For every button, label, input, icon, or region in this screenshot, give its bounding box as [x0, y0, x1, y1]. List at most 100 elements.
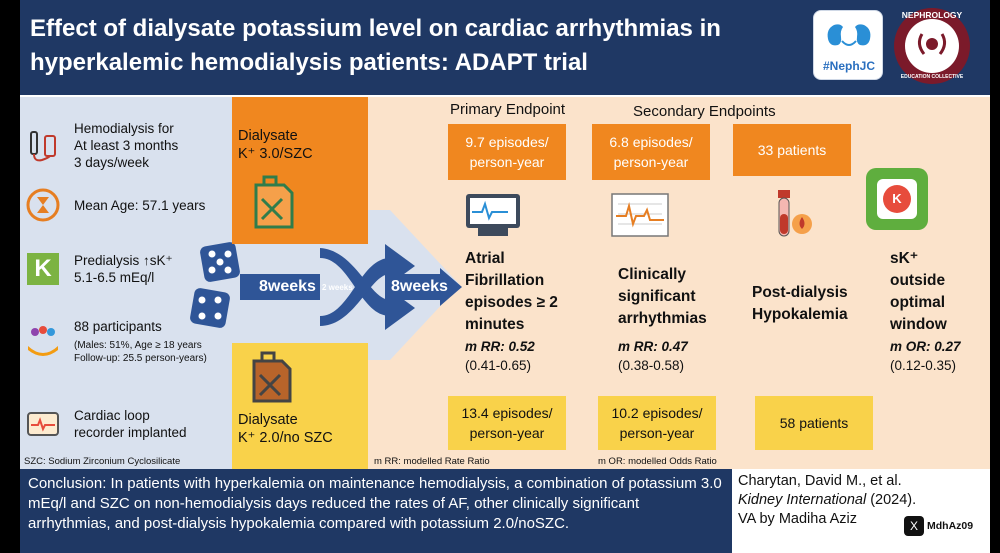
ep1-stats: m RR: 0.52 (0.41-0.65) [465, 337, 535, 375]
effect-measure: m RR: 0.52 [465, 339, 535, 354]
rate-line: person-year [613, 154, 689, 170]
collective-bottom-text: EDUCATION COLLECTIVE [900, 74, 964, 80]
ep1-top-rate: 9.7 episodes/ person-year [448, 124, 566, 180]
criteria-age: Mean Age: 57.1 years [24, 186, 205, 224]
arm-high-line1: Dialysate [238, 128, 298, 144]
outcome-line: optimal [890, 294, 946, 311]
k-letter: K [883, 185, 911, 213]
washout-duration: 2 weeks [322, 283, 353, 292]
nephjc-label: #NephJC [822, 59, 875, 73]
criteria-line: recorder implanted [74, 425, 187, 440]
participants-icon [24, 323, 62, 361]
count-line: 58 patients [779, 415, 849, 431]
rate-line: person-year [469, 154, 545, 170]
citation-journal: Kidney International [738, 492, 867, 508]
effect-measure: m RR: 0.47 [618, 339, 688, 354]
visual-abstract-author: VA by Madiha Aziz [738, 511, 858, 527]
ep2-title: Clinically significant arrhythmias [618, 264, 707, 330]
criteria-participants: 88 participants (Males: 51%, Age ≥ 18 ye… [24, 318, 207, 365]
confidence-interval: (0.41-0.65) [465, 358, 532, 373]
criteria-line: At least 3 months [74, 138, 179, 153]
page-title: Effect of dialysate potassium level on c… [30, 15, 721, 76]
outcome-line: Clinically [618, 266, 687, 283]
arm-low-line1: Dialysate [238, 412, 298, 428]
ep4-title: sK⁺ outside optimal window [890, 248, 947, 336]
rate-line: 6.8 episodes/ [609, 134, 693, 150]
outcome-line: minutes [465, 316, 525, 333]
header-banner: Effect of dialysate potassium level on c… [20, 0, 990, 95]
heart-monitor-icon [24, 405, 62, 443]
ecg-monitor-icon [466, 194, 520, 236]
ep2-bottom-rate: 10.2 episodes/ person-year [598, 396, 716, 450]
period2-duration: 8weeks [391, 278, 448, 295]
effect-measure: m OR: 0.27 [890, 339, 961, 354]
criteria-potassium: K Predialysis ↑sK⁺ 5.1-6.5 mEq/l [24, 250, 173, 288]
crossover-arrows [240, 244, 462, 330]
rate-line: 13.4 episodes/ [461, 405, 553, 421]
randomization-dice-icon [190, 242, 240, 328]
rr-abbreviation: m RR: modelled Rate Ratio [374, 456, 490, 467]
criteria-line: 5.1-6.5 mEq/l [74, 270, 155, 285]
ep1-bottom-rate: 13.4 episodes/ person-year [448, 396, 566, 450]
szc-abbreviation: SZC: Sodium Zirconium Cyclosilicate [24, 456, 181, 467]
arm-high-line2: K⁺ 3.0/SZC [238, 146, 313, 162]
period1-duration: 8weeks [259, 278, 316, 295]
arrhythmia-chart-icon [611, 193, 669, 237]
x-handle[interactable]: MdhAz09 [927, 520, 974, 532]
outcome-line: episodes ≥ 2 [465, 294, 558, 311]
ep1-title: Atrial Fibrillation episodes ≥ 2 minutes [465, 248, 558, 336]
citation-year: (2024). [866, 492, 917, 508]
ep3-bottom-count: 58 patients [755, 396, 873, 450]
rate-line: person-year [619, 425, 695, 441]
jerrycan-icon [252, 351, 292, 403]
criteria-line: 88 participants [74, 319, 162, 334]
outcome-line: Atrial [465, 250, 505, 267]
nephrology-collective-logo: NEPHROLOGY EDUCATION COLLECTIVE [892, 6, 972, 86]
outcome-line: outside [890, 272, 946, 289]
citation-authors: Charytan, David M., et al. [738, 473, 902, 489]
ep3-top-count: 33 patients [733, 124, 851, 176]
infographic: Effect of dialysate potassium level on c… [20, 0, 990, 553]
kidney-icon [827, 24, 871, 46]
criteria-line: Hemodialysis for [74, 121, 174, 136]
outcome-line: sK⁺ [890, 250, 918, 267]
outcome-line: arrhythmias [618, 310, 707, 327]
primary-endpoint-label: Primary Endpoint [450, 101, 566, 118]
rate-line: person-year [469, 425, 545, 441]
secondary-endpoints-label: Secondary Endpoints [633, 103, 776, 120]
potassium-k-icon: K [24, 250, 62, 288]
confidence-interval: (0.38-0.58) [618, 358, 685, 373]
ep4-stats: m OR: 0.27 (0.12-0.35) [890, 337, 961, 375]
collective-seal-icon [894, 8, 970, 84]
criteria-subline: (Males: 51%, Age ≥ 18 years [74, 340, 202, 351]
potassium-window-icon: K [866, 168, 928, 230]
arm-high-potassium: Dialysate K⁺ 3.0/SZC [232, 97, 368, 244]
count-line: 33 patients [757, 142, 827, 158]
outcome-line: Post-dialysis [752, 284, 848, 301]
conclusion-text: Conclusion: In patients with hyperkalemi… [28, 475, 722, 532]
confidence-interval: (0.12-0.35) [890, 358, 957, 373]
criteria-line: Predialysis ↑sK⁺ [74, 253, 173, 268]
rate-line: 10.2 episodes/ [611, 405, 703, 421]
dialysis-icon [24, 127, 62, 165]
rate-line: 9.7 episodes/ [465, 134, 549, 150]
criteria-line: 3 days/week [74, 155, 150, 170]
age-icon [24, 186, 62, 224]
arm-low-line2: K⁺ 2.0/no SZC [238, 430, 333, 446]
outcome-line: Hypokalemia [752, 306, 848, 323]
criteria-loop-recorder: Cardiac loop recorder implanted [24, 405, 187, 443]
criteria-line: Cardiac loop [74, 408, 150, 423]
x-logo-icon: X [904, 516, 924, 536]
collective-top-text: NEPHROLOGY [901, 10, 963, 20]
criteria-line: Mean Age: 57.1 years [74, 197, 206, 213]
outcome-line: Fibrillation [465, 272, 545, 289]
or-abbreviation: m OR: modelled Odds Ratio [598, 456, 717, 467]
criteria-hemodialysis: Hemodialysis for At least 3 months 3 day… [24, 120, 178, 171]
nephjc-logo: #NephJC [813, 10, 883, 80]
outcome-line: significant [618, 288, 696, 305]
jerrycan-icon [254, 175, 294, 229]
ep2-top-rate: 6.8 episodes/ person-year [592, 124, 710, 180]
blood-tube-icon [778, 190, 812, 237]
outcome-line: window [890, 316, 947, 333]
criteria-subline: Follow-up: 25.5 person-years) [74, 353, 207, 364]
